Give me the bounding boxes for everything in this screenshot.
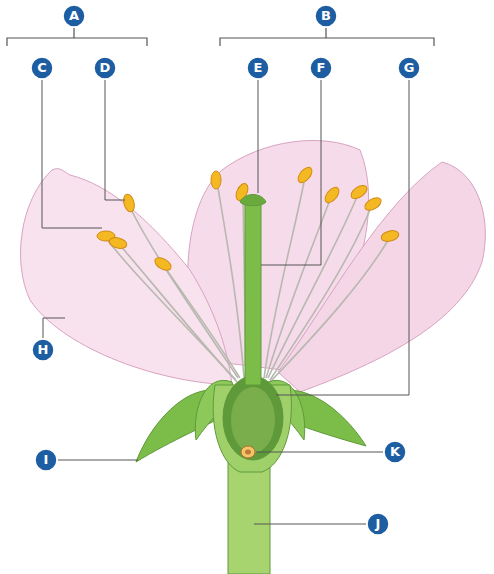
callout-letter: K xyxy=(384,441,406,463)
callout-circle xyxy=(94,57,116,79)
callout-circle xyxy=(310,57,332,79)
petals xyxy=(21,140,486,392)
callout-circle xyxy=(63,5,85,27)
bracket xyxy=(220,28,434,46)
stem-and-sepals xyxy=(136,195,366,574)
stem xyxy=(228,455,270,574)
callout-letter: I xyxy=(35,449,57,471)
style xyxy=(245,200,261,385)
callout-circle xyxy=(247,57,269,79)
callout-letter: H xyxy=(32,339,54,361)
stigma xyxy=(240,195,266,206)
callout-letter: A xyxy=(63,5,85,27)
petal xyxy=(21,169,232,385)
callout-circle xyxy=(398,57,420,79)
callout-letter: B xyxy=(315,5,337,27)
callout-circle xyxy=(31,57,53,79)
callout-circles xyxy=(31,5,420,535)
callout-circle xyxy=(315,5,337,27)
callout-letter: J xyxy=(367,513,389,535)
callout-circle xyxy=(35,449,57,471)
callout-letter: D xyxy=(94,57,116,79)
callout-letter: F xyxy=(310,57,332,79)
ovule xyxy=(241,446,255,458)
petal xyxy=(278,162,485,392)
callout-circle xyxy=(367,513,389,535)
ovary xyxy=(223,376,283,460)
callout-letter: G xyxy=(398,57,420,79)
callout-letter: E xyxy=(247,57,269,79)
callout-letter: C xyxy=(31,57,53,79)
callout-circle xyxy=(32,339,54,361)
callout-circle xyxy=(384,441,406,463)
brackets xyxy=(7,28,434,46)
bracket xyxy=(7,28,147,46)
leader-lines xyxy=(42,80,409,524)
